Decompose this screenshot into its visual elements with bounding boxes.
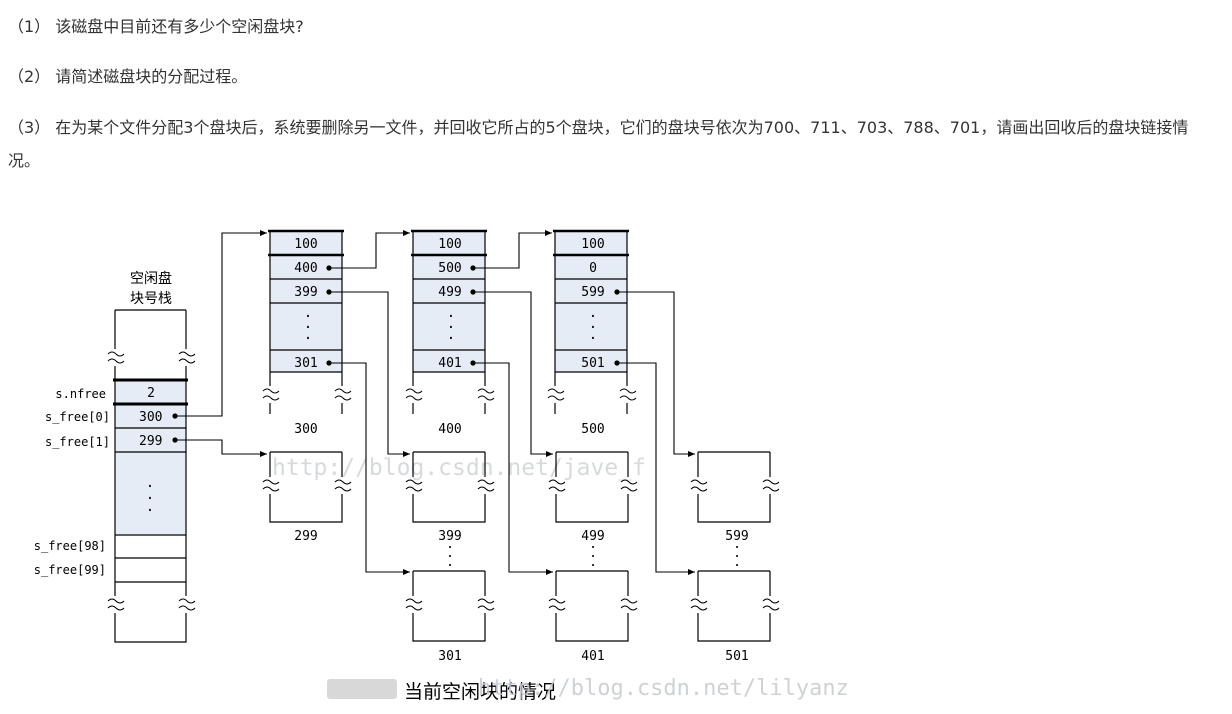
stack-value-free1: 299 [139,434,162,449]
watermark-2: http://blog.csdn.net/lilyanz [478,676,849,701]
svg-text:.: . [589,537,597,552]
svg-text:.: . [447,305,455,321]
cell-value: 400 [294,261,317,276]
block-label: 300 [294,422,317,437]
svg-text:.: . [733,537,741,552]
stack-value-free0: 300 [139,410,162,425]
stack-value-nfree: 2 [147,386,155,401]
caption-blur-mark [327,679,397,699]
cell-value: 100 [294,237,317,252]
block-label: 499 [581,529,604,544]
free-block-stack-diagram: http://blog.csdn.net/jave_f 空闲盘 块号栈 . . … [34,229,849,703]
free-block-399 [405,451,495,523]
block-label: 401 [581,649,604,664]
cell-value: 100 [438,237,461,252]
cell-value: 499 [438,285,461,300]
group-block-300: . . . [262,229,352,414]
svg-text:.: . [447,327,455,343]
svg-text:.: . [733,555,741,570]
free-block-501 [690,570,780,642]
block-label: 301 [438,649,461,664]
svg-text:.: . [446,537,454,552]
free-block-599 [690,451,780,523]
svg-text:.: . [304,316,312,332]
svg-text:.: . [446,546,454,561]
group-block-500: . . . [547,229,637,414]
svg-text:.: . [733,546,741,561]
stack-label: s.nfree [55,387,106,401]
question-1: （1） 该磁盘中目前还有多少个空闲盘块? [8,17,304,36]
cell-value: 501 [581,356,604,371]
svg-text:.: . [589,555,597,570]
block-label: 299 [294,529,317,544]
continuation-dots: ... ... ... [446,537,741,570]
svg-text:.: . [146,487,154,503]
cell-value: 401 [438,356,461,371]
stack-label: s_free[1] [45,435,110,449]
svg-text:.: . [589,327,597,343]
svg-text:.: . [446,555,454,570]
svg-text:.: . [589,546,597,561]
block-label: 400 [438,422,461,437]
svg-text:.: . [447,316,455,332]
watermark-1: http://blog.csdn.net/jave_f [272,455,646,481]
stack-title-line1: 空闲盘 [130,270,172,287]
stack-ellipsis: . [146,475,154,491]
cell-value: 500 [438,261,461,276]
svg-text:.: . [304,327,312,343]
cell-value: 100 [581,237,604,252]
pointer-dots [172,265,620,443]
free-block-499 [548,451,638,523]
question-3: （3） 在为某个文件分配3个盘块后，系统要删除另一文件，并回收它所占的5个盘块，… [8,118,1189,170]
svg-text:.: . [304,305,312,321]
group-block-400: . . . [405,229,495,414]
svg-text:.: . [589,305,597,321]
cell-value: 599 [581,285,604,300]
cell-value: 301 [294,356,317,371]
free-block-stack: 空闲盘 块号栈 . . . s.nfree s_free[0] s_free[1… [34,270,196,643]
stack-label: s_free[99] [34,563,106,577]
stack-title-line2: 块号栈 [130,291,172,307]
stack-label: s_free[98] [34,539,106,553]
block-label: 500 [581,422,604,437]
diagram-caption: 当前空闲块的情况 [404,681,556,703]
question-2: （2） 请简述磁盘块的分配过程。 [8,67,248,86]
cell-value: 399 [294,285,317,300]
pointer-arrows [175,230,695,575]
cell-value: 0 [589,261,597,276]
svg-text:.: . [589,316,597,332]
free-block-299 [262,451,352,523]
free-block-401 [548,570,638,642]
block-label: 399 [438,529,461,544]
svg-text:.: . [146,499,154,515]
block-label: 599 [725,529,748,544]
block-label: 501 [725,649,748,664]
free-block-301 [405,570,495,642]
stack-label: s_free[0] [45,410,110,424]
